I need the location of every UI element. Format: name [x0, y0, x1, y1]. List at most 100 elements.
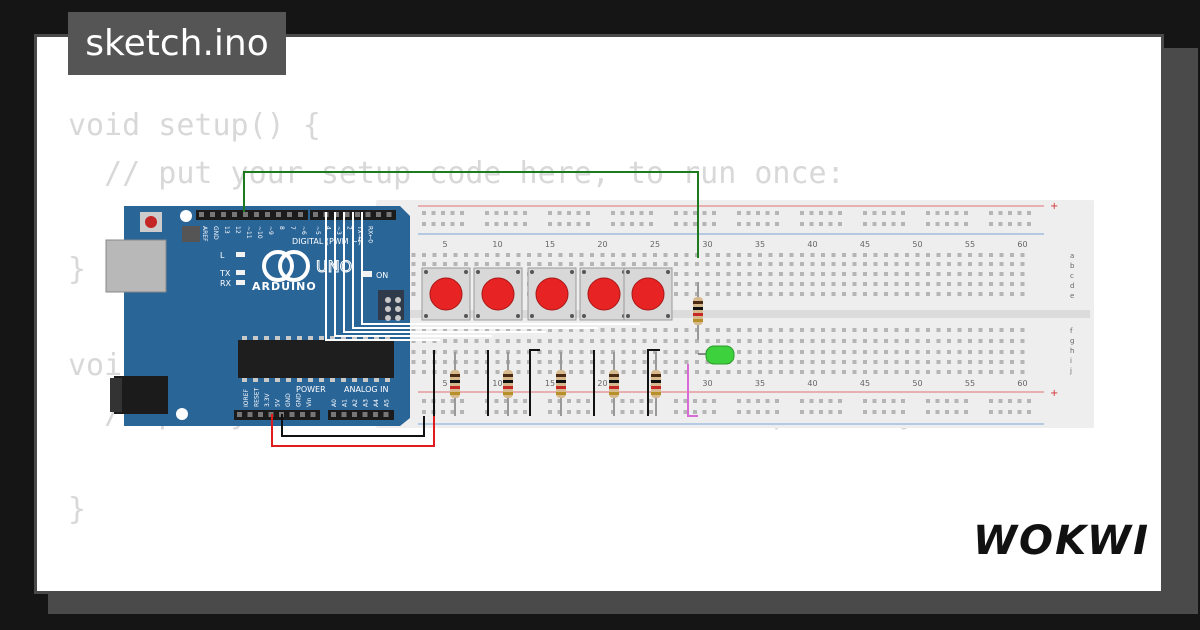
- file-tab[interactable]: sketch.ino: [68, 12, 286, 75]
- column-number: 20: [597, 240, 607, 249]
- pin-label: ~11: [245, 226, 252, 239]
- column-number: 55: [965, 379, 975, 388]
- pin-label: ~6: [300, 226, 307, 235]
- row-letter: f: [1070, 327, 1073, 335]
- pin-label: ~9: [267, 226, 274, 235]
- mount-hole: [180, 210, 192, 222]
- row-letter: i: [1070, 357, 1072, 365]
- atmega-chip: [238, 340, 394, 378]
- pin-label: IOREF: [243, 389, 250, 407]
- column-number: 60: [1017, 240, 1027, 249]
- analog-header: [328, 410, 394, 420]
- pin-label: 2: [346, 226, 353, 230]
- wire-black: [281, 414, 425, 437]
- wire-red: [271, 414, 435, 447]
- row-letter: j: [1069, 367, 1072, 375]
- pin-label: GND: [212, 226, 219, 240]
- row-letter: c: [1070, 272, 1074, 280]
- code-line: }: [68, 492, 87, 527]
- pin-label: A5: [384, 399, 391, 407]
- reset-button[interactable]: [145, 216, 157, 228]
- wires: [243, 171, 699, 447]
- usb-port: [105, 239, 167, 293]
- column-number: 5: [442, 240, 447, 249]
- pin-label: A2: [352, 399, 359, 407]
- pushbutton-cap[interactable]: [429, 277, 463, 311]
- column-number: 5: [442, 379, 447, 388]
- wire-white: [325, 212, 440, 341]
- column-number: 35: [755, 240, 765, 249]
- pin-label: RESET: [254, 387, 261, 407]
- power-label: POWER: [296, 385, 326, 394]
- status-led-label: TX: [219, 269, 231, 278]
- rail-plus-bottom: +: [1050, 388, 1058, 399]
- resistors: [450, 282, 703, 416]
- pushbutton-cap[interactable]: [587, 277, 621, 311]
- analog-label: ANALOG IN: [344, 385, 389, 394]
- column-number: 35: [755, 379, 765, 388]
- column-number: 60: [1017, 379, 1027, 388]
- pin-label: A3: [363, 399, 370, 407]
- column-number: 15: [545, 240, 555, 249]
- column-number: 45: [860, 379, 870, 388]
- status-led-label: RX: [220, 279, 232, 288]
- pin-label: A0: [331, 399, 338, 407]
- pin-label: 12: [234, 226, 241, 234]
- pin-label: A1: [342, 399, 349, 407]
- pushbutton-cap[interactable]: [481, 277, 515, 311]
- column-number: 55: [965, 240, 975, 249]
- on-label: ON: [376, 271, 388, 280]
- pin-label: A4: [373, 399, 380, 407]
- power-header: [234, 410, 320, 420]
- status-led-label: L: [220, 251, 225, 260]
- row-letter: e: [1070, 292, 1074, 300]
- on-led: [362, 271, 372, 277]
- column-number: 30: [702, 240, 712, 249]
- wire-black: [529, 349, 540, 416]
- wire-white: [334, 212, 492, 337]
- pin-label: 5V: [275, 398, 282, 407]
- pushbutton-cap[interactable]: [535, 277, 569, 311]
- row-letter: b: [1070, 262, 1075, 270]
- wire-green: [243, 171, 699, 258]
- pin-label: RX←0: [367, 226, 374, 243]
- pin-label: ~10: [256, 226, 263, 239]
- pin-label: 3.3V: [264, 392, 271, 407]
- pin-label: GND: [285, 393, 292, 407]
- pin-label: GND: [296, 393, 303, 407]
- row-letter: d: [1070, 282, 1074, 290]
- pin-label: 7: [289, 226, 296, 230]
- rail-plus-top: +: [1050, 201, 1058, 212]
- column-number: 25: [650, 240, 660, 249]
- pin-label: ~5: [314, 226, 321, 235]
- pushbutton-cap[interactable]: [631, 277, 665, 311]
- power-jack: [114, 376, 168, 414]
- column-number: 45: [860, 240, 870, 249]
- column-number: 30: [702, 379, 712, 388]
- code-line: void setup() {: [68, 108, 321, 143]
- breadboard: 1155101015152020252530303535404045455050…: [376, 200, 1094, 428]
- column-number: 10: [492, 379, 502, 388]
- code-line: }: [68, 252, 87, 287]
- wire-black: [647, 349, 660, 416]
- pin-label: Vin: [306, 397, 313, 407]
- wire-white: [352, 212, 598, 329]
- arduino-logo-icon: [262, 250, 294, 282]
- led-green[interactable]: [698, 345, 735, 365]
- pin-label: 13: [223, 226, 230, 234]
- pin-label: AREF: [201, 226, 208, 242]
- pin-label: 4: [325, 226, 332, 230]
- column-number: 10: [492, 240, 502, 249]
- status-led: [236, 270, 245, 275]
- wire-white: [343, 212, 546, 333]
- icsp-header: [385, 297, 401, 321]
- arduino-brand-label: ARDUINO: [252, 280, 317, 293]
- column-number: 40: [807, 240, 817, 249]
- status-led: [236, 252, 245, 257]
- row-letter: h: [1070, 347, 1074, 355]
- column-number: 20: [597, 379, 607, 388]
- breadboard-holes: [401, 211, 1031, 414]
- arduino-uno-board[interactable]: ARDUINO UNO DIGITAL (PWM ~) POWER ANALOG…: [105, 206, 410, 426]
